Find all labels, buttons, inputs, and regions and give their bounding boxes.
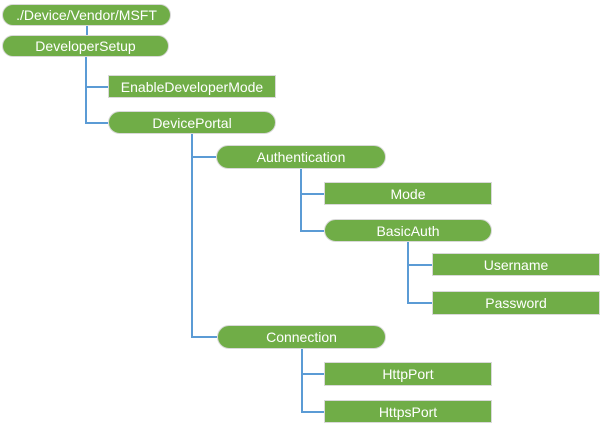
node-label: Authentication (256, 149, 346, 165)
connector-mode (300, 192, 324, 195)
connector-trunk-connection (300, 349, 303, 413)
connector-device-portal (84, 121, 108, 124)
node-label: ./Device/Vendor/MSFT (16, 7, 157, 23)
node-label: HttpsPort (378, 403, 438, 420)
node-connection: Connection (217, 325, 386, 349)
node-label: HttpPort (382, 366, 434, 382)
connector-basic-auth (300, 229, 324, 232)
connector-username (407, 263, 432, 266)
node-https-port: HttpsPort (324, 400, 492, 423)
connector-http-port (300, 373, 324, 375)
node-basic-auth: BasicAuth (324, 219, 492, 242)
node-label: Mode (390, 185, 426, 202)
connector-developer-setup (85, 26, 88, 35)
node-root: ./Device/Vendor/MSFT (2, 4, 171, 26)
connector-trunk-authentication (300, 169, 302, 232)
connector-trunk-basic-auth (407, 242, 409, 304)
node-label: Password (485, 295, 547, 311)
connector-connection (191, 336, 217, 338)
connector-enable-developer-mode (84, 85, 108, 88)
node-label: BasicAuth (376, 222, 440, 239)
node-password: Password (432, 291, 600, 315)
node-label: Connection (266, 329, 337, 345)
node-username: Username (432, 253, 600, 276)
node-developer-setup: DeveloperSetup (2, 35, 169, 57)
node-label: DeveloperSetup (35, 38, 136, 54)
node-http-port: HttpPort (324, 362, 492, 386)
connector-authentication (191, 156, 216, 158)
node-label: EnableDeveloperMode (120, 78, 264, 95)
connector-trunk-developer-setup (84, 57, 87, 124)
node-mode: Mode (324, 182, 492, 205)
node-label: Username (483, 256, 549, 273)
node-device-portal: DevicePortal (108, 111, 276, 134)
connector-trunk-device-portal (191, 134, 193, 338)
node-authentication: Authentication (216, 145, 386, 169)
connector-https-port (300, 410, 324, 413)
node-enable-developer-mode: EnableDeveloperMode (108, 75, 276, 98)
connector-password (407, 302, 432, 304)
node-label: DevicePortal (152, 114, 232, 131)
